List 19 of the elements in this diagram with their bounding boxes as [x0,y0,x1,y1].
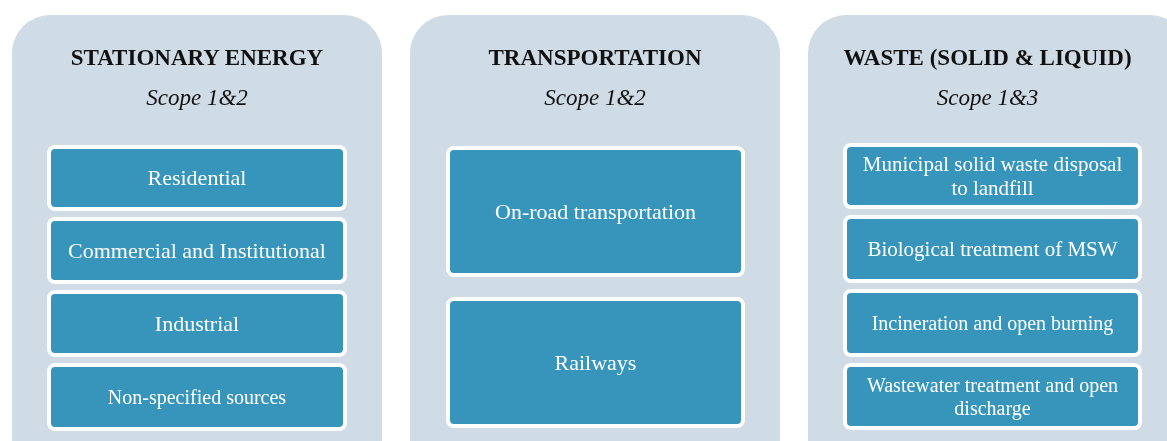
category-panel [410,15,780,441]
category-box: Non-specified sources [47,363,347,431]
category-box: Industrial [47,290,347,357]
panel-heading: WASTE (SOLID & LIQUID) [842,45,1133,71]
category-box: Incineration and open burning [843,289,1142,357]
category-panel [12,15,382,441]
category-box: Commercial and Institutional [47,217,347,284]
category-box: Municipal solid waste disposal to landfill [843,143,1142,209]
panel-heading: TRANSPORTATION [487,45,703,71]
scope-label: Scope 1&3 [935,85,1040,111]
category-panel [808,15,1167,441]
category-box: Wastewater treatment and open discharge [843,363,1142,430]
category-box: Residential [47,145,347,211]
category-box: Railways [446,297,745,428]
category-box: Biological treatment of MSW [843,215,1142,283]
category-box: On-road transportation [446,146,745,277]
scope-label: Scope 1&2 [145,85,249,111]
panel-heading: STATIONARY ENERGY [69,45,325,71]
scope-label: Scope 1&2 [543,85,647,111]
